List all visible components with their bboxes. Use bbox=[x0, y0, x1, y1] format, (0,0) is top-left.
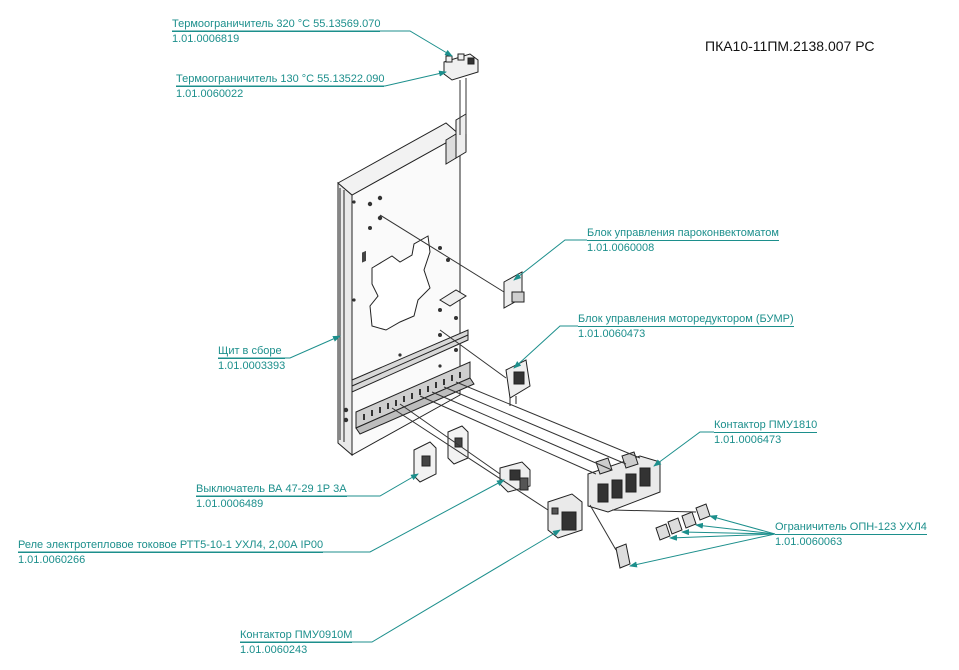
document-title: ПКА10-11ПМ.2138.007 РС bbox=[705, 38, 875, 54]
contactor-pmu1810-row bbox=[588, 452, 660, 512]
callout-code: 1.01.0060473 bbox=[578, 328, 646, 340]
panel-assembly bbox=[338, 114, 474, 455]
callout-thermostat-320: Термоограничитель 320 °С 55.13569.070 1.… bbox=[172, 18, 381, 45]
callout-code: 1.01.0060022 bbox=[176, 88, 244, 100]
motor-controller-unit bbox=[506, 360, 530, 406]
callout-steam-oven-control-unit: Блок управления пароконвектоматом 1.01.0… bbox=[587, 227, 779, 254]
thermostat-pair bbox=[444, 54, 478, 80]
callout-surge-arrester: Ограничитель ОПН-123 УХЛ4 1.01.0060063 bbox=[775, 521, 927, 548]
callout-thermostat-130: Термоограничитель 130 °С 55.13522.090 1.… bbox=[176, 73, 385, 100]
callout-name: Реле электротепловое токовое РТТ5-10-1 У… bbox=[18, 539, 324, 553]
callout-code: 1.01.0006473 bbox=[714, 434, 782, 446]
callout-contactor-pmu1810: Контактор ПМУ1810 1.01.0006473 bbox=[714, 419, 818, 446]
thermal-relay bbox=[500, 462, 530, 492]
callout-code: 1.01.0003393 bbox=[218, 360, 286, 372]
callout-name: Блок управления пароконвектоматом bbox=[587, 227, 779, 241]
callout-code: 1.01.0060266 bbox=[18, 554, 86, 566]
steam-oven-control-unit bbox=[504, 272, 524, 308]
callout-code: 1.01.0060063 bbox=[775, 536, 843, 548]
callout-code: 1.01.0060008 bbox=[587, 242, 655, 254]
exploded-view-lines bbox=[379, 214, 697, 551]
callout-code: 1.01.0060243 bbox=[240, 644, 308, 656]
callout-code: 1.01.0006489 bbox=[196, 498, 264, 510]
callout-thermal-relay: Реле электротепловое токовое РТТ5-10-1 У… bbox=[18, 539, 324, 566]
rail-slots bbox=[362, 250, 366, 263]
callout-name: Контактор ПМУ0910М bbox=[240, 629, 353, 643]
callout-name: Блок управления моторедуктором (БУМР) bbox=[578, 313, 794, 327]
callout-circuit-breaker: Выключатель ВА 47-29 1Р 3А 1.01.0006489 bbox=[196, 483, 347, 510]
callout-name: Контактор ПМУ1810 bbox=[714, 419, 818, 433]
callout-name: Щит в сборе bbox=[218, 345, 286, 359]
circuit-breaker-a bbox=[414, 442, 436, 482]
callout-motor-controller: Блок управления моторедуктором (БУМР) 1.… bbox=[578, 313, 794, 340]
callout-name: Термоограничитель 130 °С 55.13522.090 bbox=[176, 73, 385, 87]
thermostat-leads bbox=[459, 78, 467, 135]
callout-code: 1.01.0006819 bbox=[172, 33, 240, 45]
callout-panel-assembly: Щит в сборе 1.01.0003393 bbox=[218, 345, 286, 372]
callout-name: Термоограничитель 320 °С 55.13569.070 bbox=[172, 18, 381, 32]
callout-name: Выключатель ВА 47-29 1Р 3А bbox=[196, 483, 347, 497]
contactor-pmu0910m bbox=[548, 494, 582, 538]
callout-contactor-pmu0910m: Контактор ПМУ0910М 1.01.0060243 bbox=[240, 629, 353, 656]
rail-slot-row bbox=[363, 372, 461, 420]
callout-name: Ограничитель ОПН-123 УХЛ4 bbox=[775, 521, 927, 535]
